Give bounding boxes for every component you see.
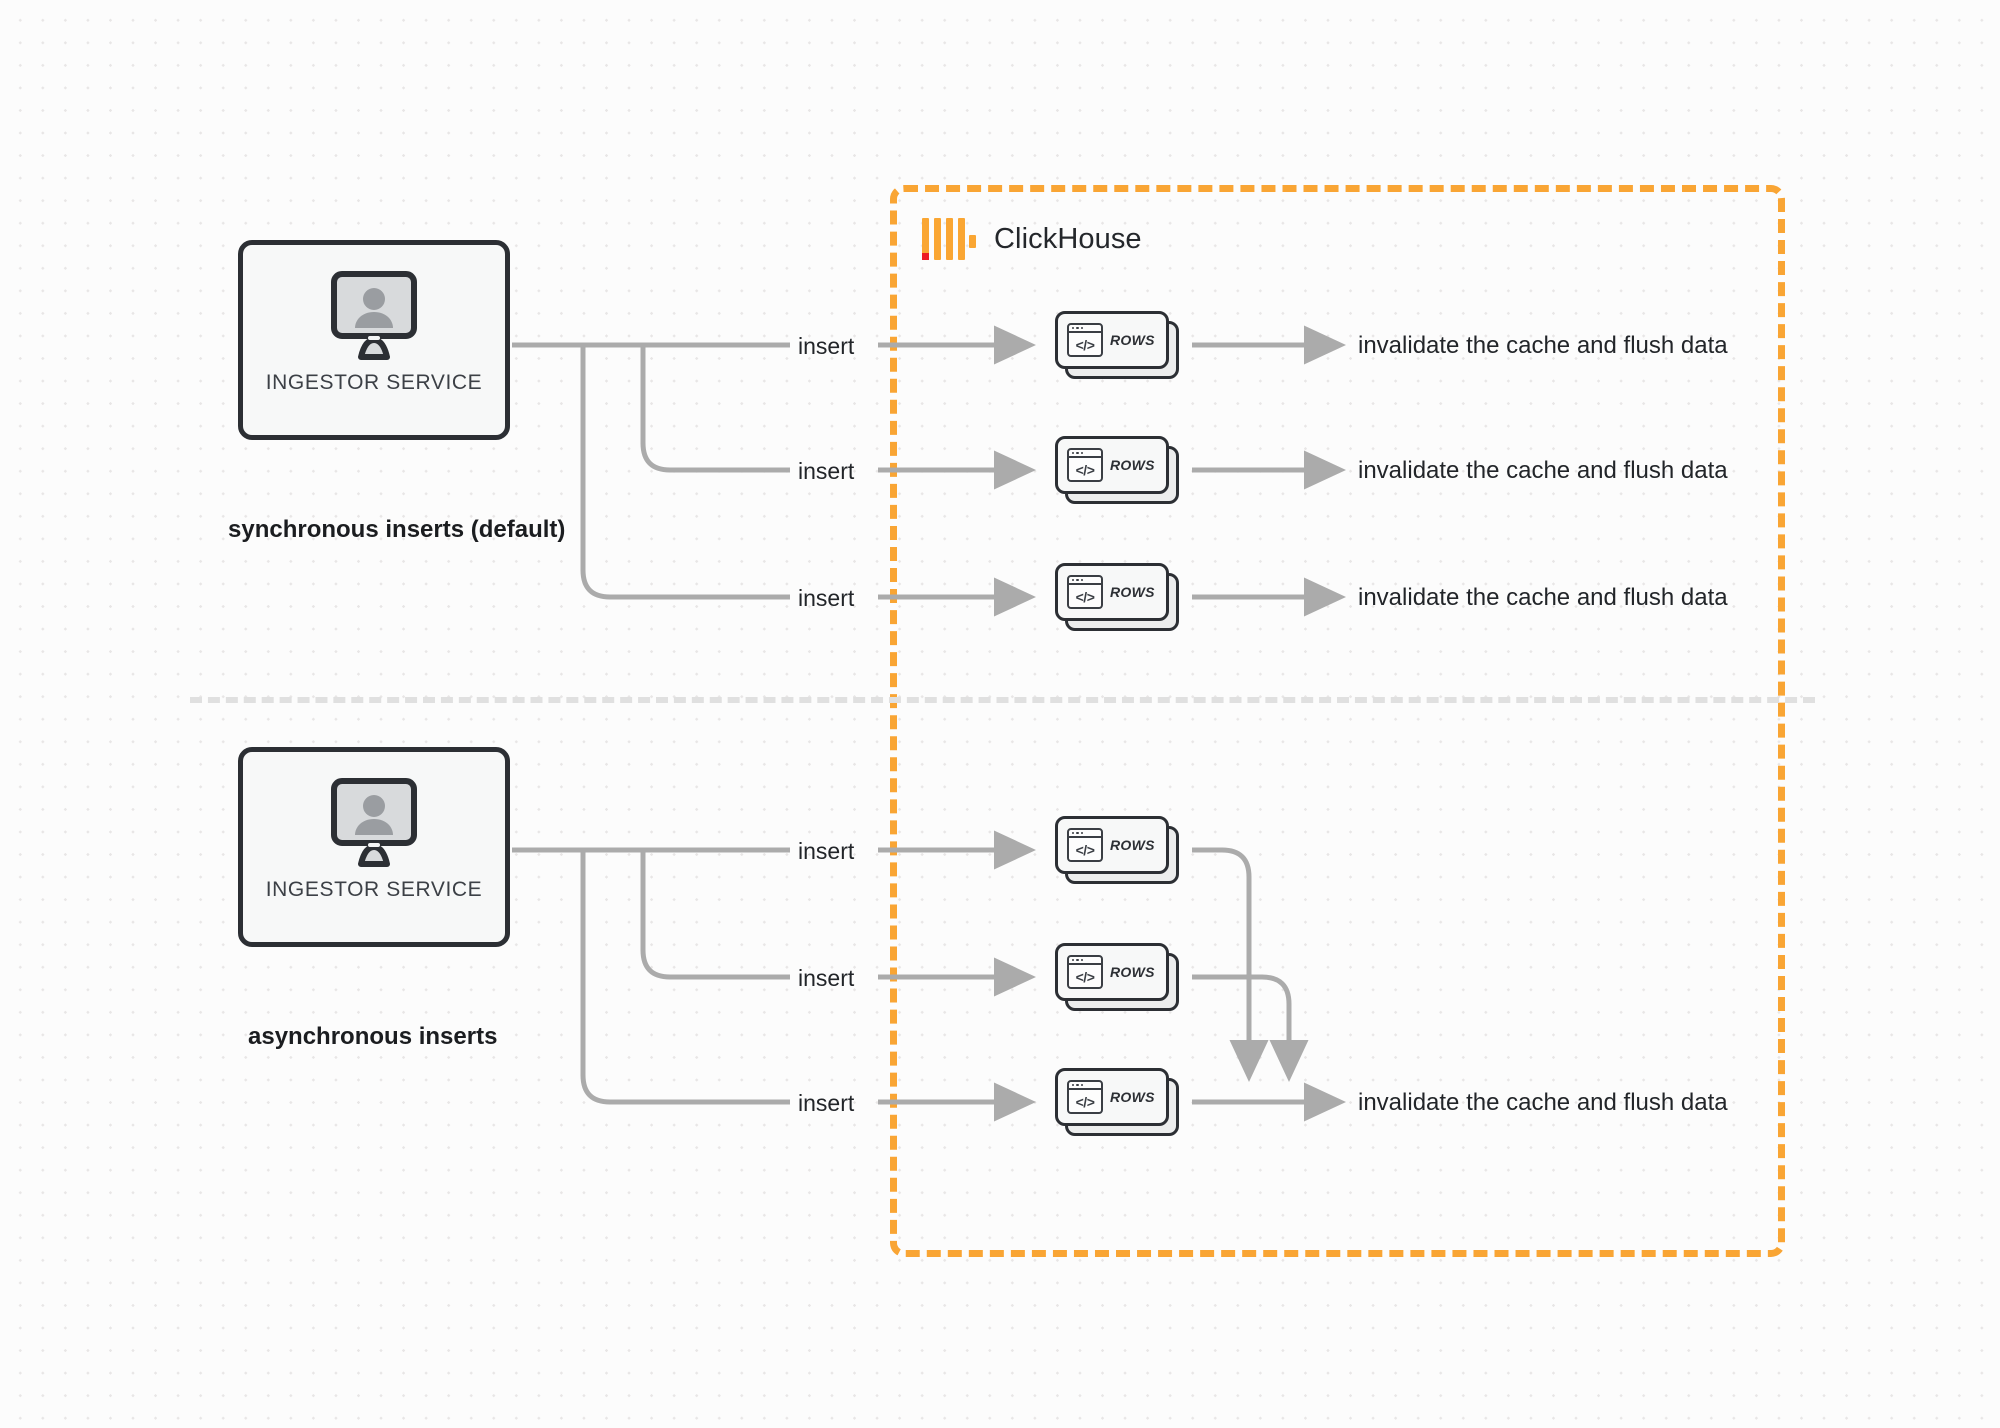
- rows-card-label: ROWS: [1110, 964, 1155, 980]
- service-label: INGESTOR SERVICE: [265, 371, 483, 394]
- code-window-icon: </>: [1067, 448, 1103, 482]
- edge-label-insert-sync-3: insert: [798, 585, 855, 611]
- rows-card-front: </> ROWS: [1055, 816, 1169, 874]
- clickhouse-brand-label: ClickHouse: [994, 222, 1142, 255]
- clickhouse-brand: ClickHouse: [922, 212, 1142, 266]
- caption-synchronous: synchronous inserts (default): [228, 516, 566, 543]
- rows-card-label: ROWS: [1110, 837, 1155, 853]
- code-window-icon: </>: [1067, 955, 1103, 989]
- code-window-icon: </>: [1067, 323, 1103, 357]
- section-divider: [190, 697, 1815, 703]
- rows-card-sync-3[interactable]: </> ROWS: [1055, 563, 1179, 631]
- rows-card-async-1[interactable]: </> ROWS: [1055, 816, 1179, 884]
- rows-card-sync-2[interactable]: </> ROWS: [1055, 436, 1179, 504]
- service-label: INGESTOR SERVICE: [265, 878, 483, 901]
- rows-card-label: ROWS: [1110, 1089, 1155, 1105]
- code-window-icon: </>: [1067, 828, 1103, 862]
- rows-card-front: </> ROWS: [1055, 563, 1169, 621]
- edge-label-insert-async-1: insert: [798, 838, 855, 864]
- clickhouse-logo: [922, 218, 976, 260]
- service-box-asynchronous[interactable]: INGESTOR SERVICE: [238, 747, 510, 947]
- edge-label-insert-async-3: insert: [798, 1090, 855, 1116]
- clickhouse-boundary: [890, 185, 1785, 1257]
- monitor-user-icon: [331, 778, 417, 875]
- caption-asynchronous: asynchronous inserts: [248, 1023, 498, 1050]
- output-label-sync-1: invalidate the cache and flush data: [1358, 332, 1728, 359]
- rows-card-label: ROWS: [1110, 457, 1155, 473]
- output-label-sync-3: invalidate the cache and flush data: [1358, 584, 1728, 611]
- rows-card-front: </> ROWS: [1055, 1068, 1169, 1126]
- rows-card-front: </> ROWS: [1055, 943, 1169, 1001]
- rows-card-async-3[interactable]: </> ROWS: [1055, 1068, 1179, 1136]
- rows-card-front: </> ROWS: [1055, 311, 1169, 369]
- service-box-synchronous[interactable]: INGESTOR SERVICE: [238, 240, 510, 440]
- edge-label-insert-sync-1: insert: [798, 333, 855, 359]
- rows-card-async-2[interactable]: </> ROWS: [1055, 943, 1179, 1011]
- output-label-async-merged: invalidate the cache and flush data: [1358, 1089, 1728, 1116]
- rows-card-label: ROWS: [1110, 332, 1155, 348]
- rows-card-label: ROWS: [1110, 584, 1155, 600]
- output-label-sync-2: invalidate the cache and flush data: [1358, 457, 1728, 484]
- rows-card-front: </> ROWS: [1055, 436, 1169, 494]
- monitor-user-icon: [331, 271, 417, 368]
- code-window-icon: </>: [1067, 1080, 1103, 1114]
- code-window-icon: </>: [1067, 575, 1103, 609]
- rows-card-sync-1[interactable]: </> ROWS: [1055, 311, 1179, 379]
- edge-label-insert-sync-2: insert: [798, 458, 855, 484]
- edge-label-insert-async-2: insert: [798, 965, 855, 991]
